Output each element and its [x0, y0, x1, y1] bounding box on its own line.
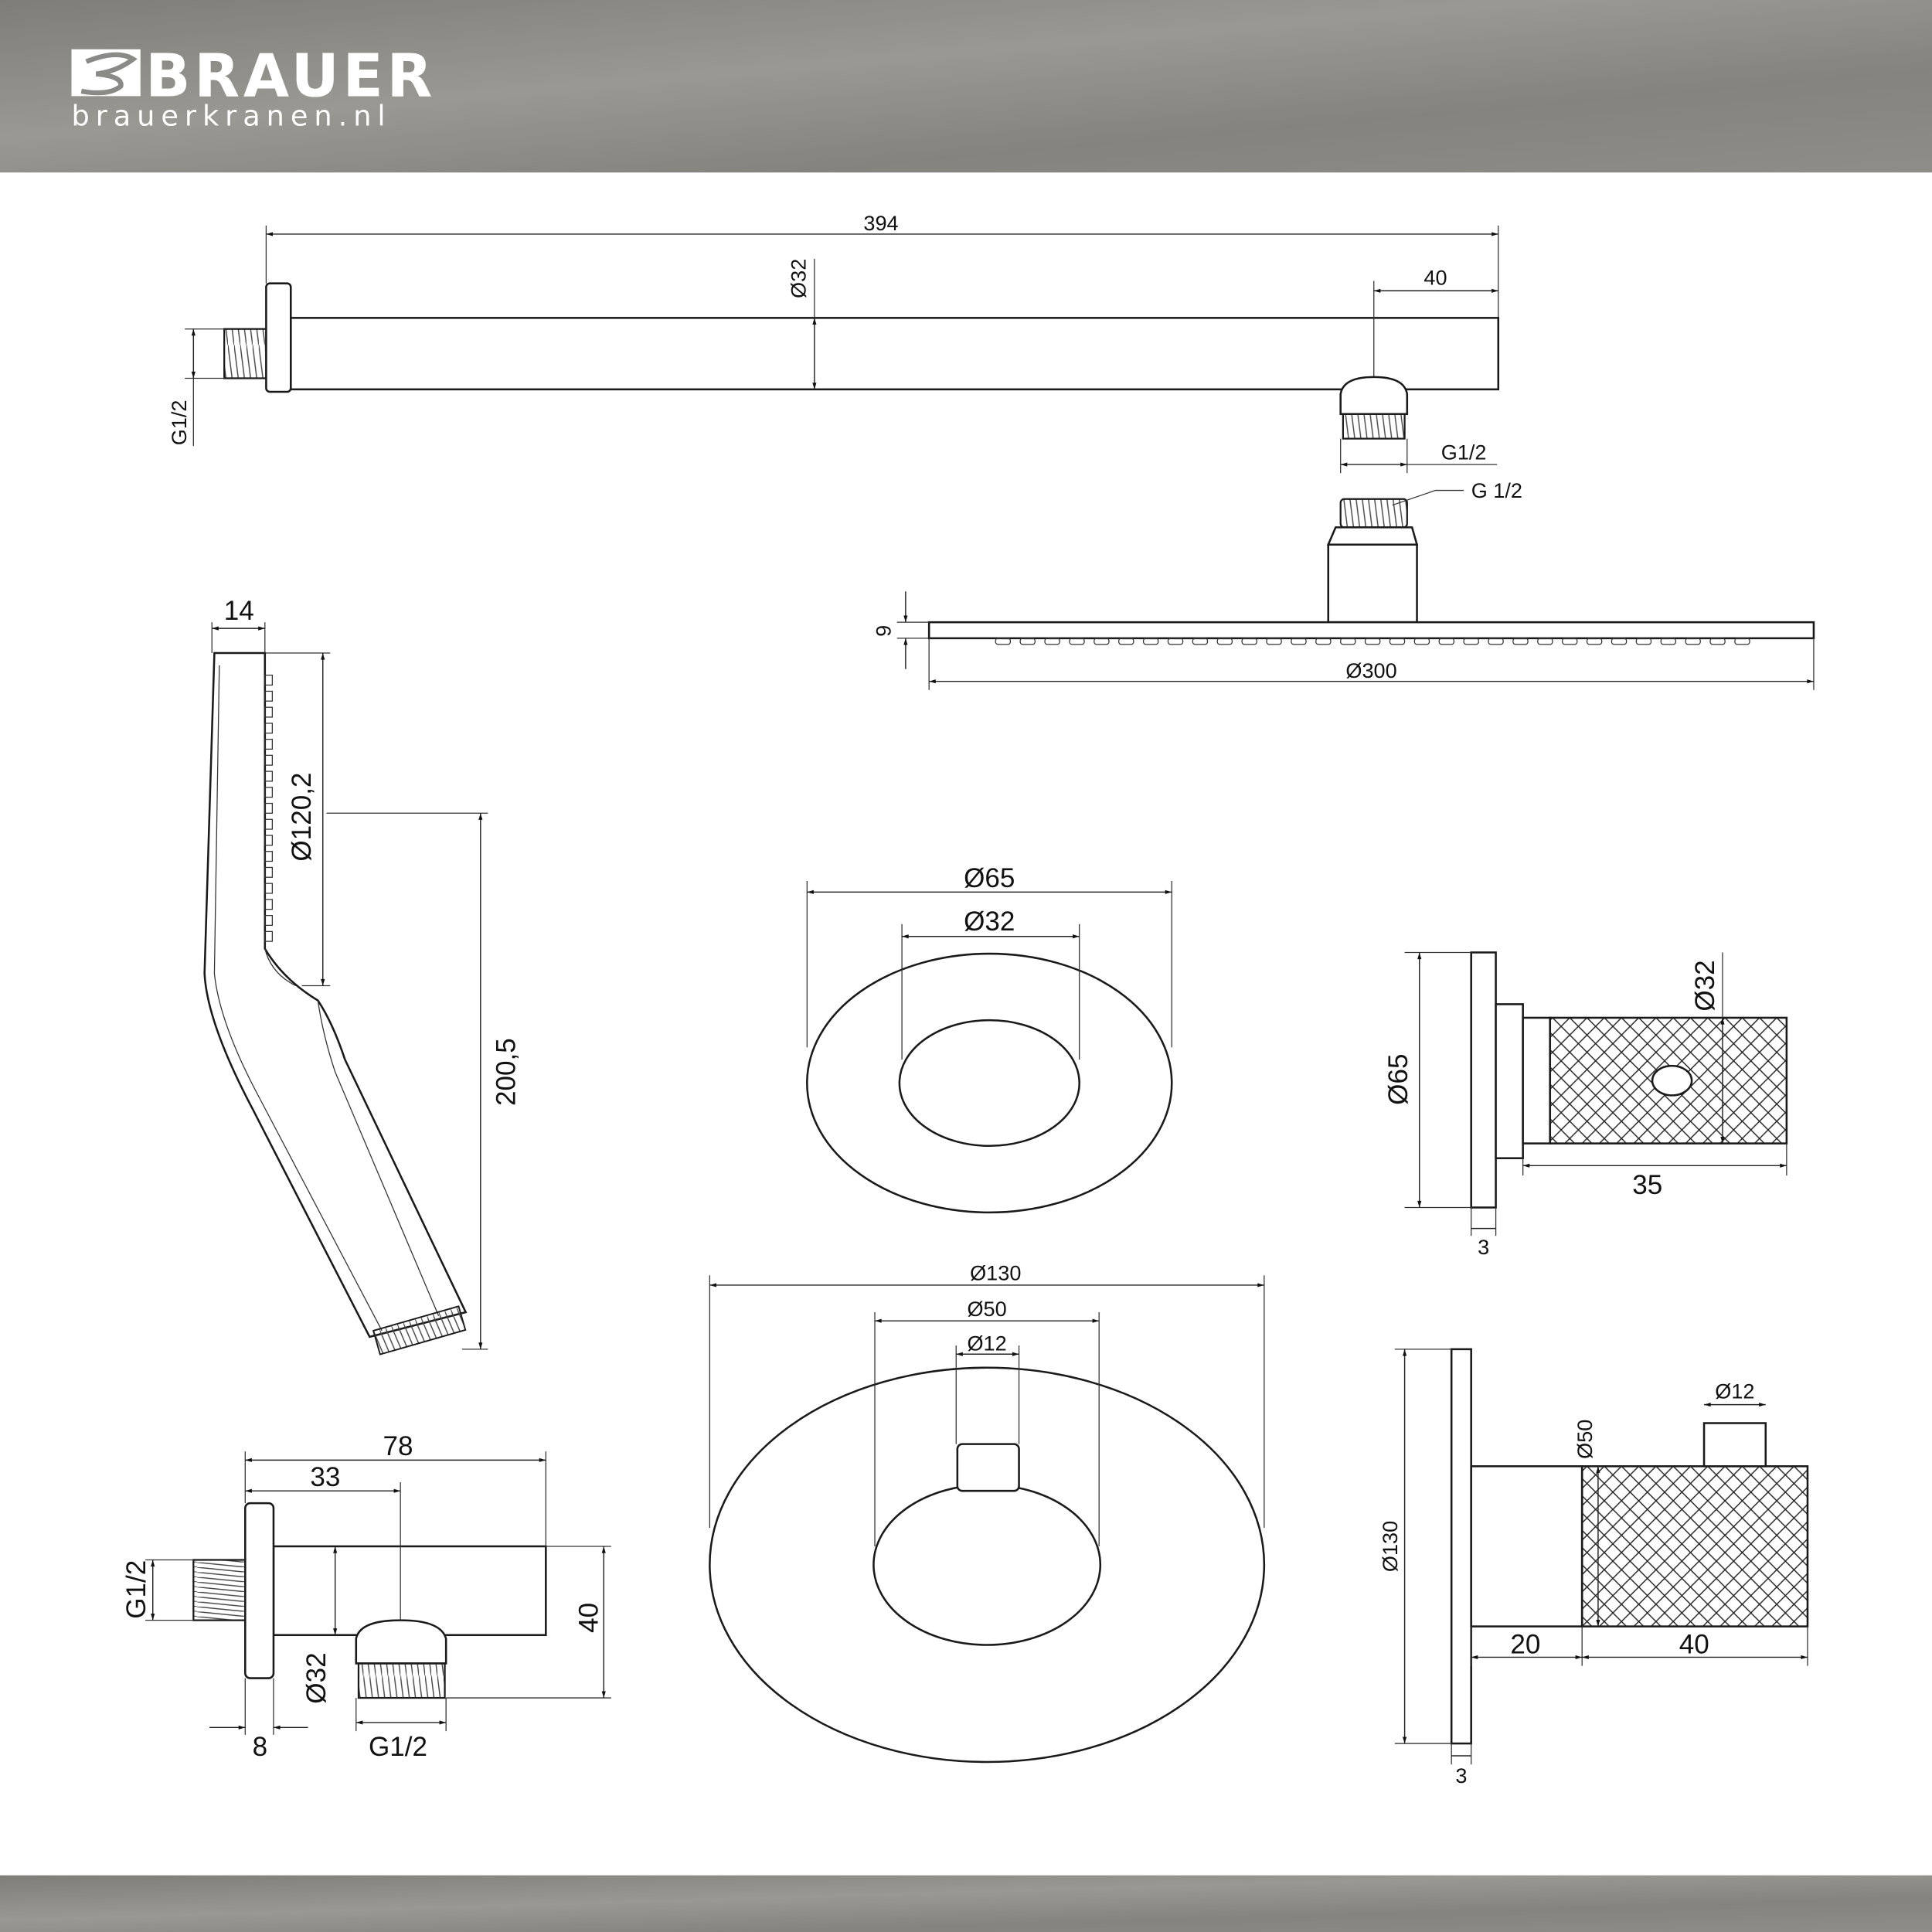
dim-hand-length: 200,5	[491, 1038, 521, 1106]
dim-thermo-knob-diameter: Ø50	[967, 1297, 1006, 1321]
hand-nozzle	[264, 738, 273, 750]
nozzle	[1562, 638, 1578, 645]
nozzle	[1291, 638, 1307, 645]
dim-head-thickness: 9	[872, 625, 896, 637]
dim-side-plate-thickness: 3	[1478, 1235, 1489, 1259]
hand-nozzle	[264, 675, 273, 686]
nozzle	[1413, 638, 1430, 645]
hand-nozzle	[264, 883, 273, 894]
nozzle	[1685, 638, 1701, 645]
stop-valve-side-drawing: Ø65 Ø32 35 3	[1383, 951, 1788, 1259]
hand-shower-drawing: 14 Ø120,2 200,5	[203, 596, 521, 1355]
dim-tside-plate-thickness: 3	[1455, 1764, 1467, 1787]
nozzle	[1044, 638, 1060, 645]
dim-tside-knob-length: 40	[1679, 1630, 1709, 1660]
nozzle	[1586, 638, 1603, 645]
dim-head-thread: G 1/2	[1471, 478, 1522, 502]
nozzle	[1315, 638, 1332, 645]
hand-nozzle	[264, 914, 273, 927]
nozzle	[1167, 638, 1184, 645]
hand-nozzle	[264, 802, 273, 814]
nozzle	[1635, 638, 1652, 645]
dim-tside-body-depth: 20	[1510, 1630, 1540, 1660]
shower-arm-drawing: 394 Ø32 40 G1/2 G1/2	[167, 211, 1500, 474]
nozzle	[1734, 638, 1750, 645]
hand-nozzle	[264, 690, 273, 702]
dim-hand-head-width: 14	[224, 596, 254, 626]
dim-outlet-diameter: Ø32	[301, 1652, 332, 1703]
nozzle	[1463, 638, 1479, 645]
hand-nozzle	[264, 754, 273, 766]
nozzle	[1611, 638, 1628, 645]
dim-outlet-length: 78	[383, 1431, 413, 1461]
thermostat-side-drawing: Ø130 Ø50 Ø12 20 40 3	[1378, 1348, 1809, 1787]
nozzle	[1266, 638, 1282, 645]
nozzle	[1364, 638, 1381, 645]
shower-head-drawing: G 1/2 9 Ø300	[872, 478, 1815, 690]
dim-tside-plate-diameter: Ø130	[1378, 1521, 1402, 1572]
hand-nozzle	[264, 930, 273, 942]
dim-valve-knob-diameter: Ø32	[964, 906, 1015, 937]
nozzle	[1241, 638, 1257, 645]
dim-side-plate-diameter: Ø65	[1383, 1054, 1413, 1105]
dim-side-knob-diameter: Ø32	[1690, 960, 1720, 1011]
hand-nozzle	[264, 818, 273, 830]
brand-url: brauerkranen.nl	[71, 100, 391, 133]
nozzle	[1216, 638, 1233, 645]
nozzle	[1069, 638, 1085, 645]
dim-arm-outlet-offset: 40	[1423, 265, 1447, 289]
dim-valve-plate-diameter: Ø65	[964, 863, 1015, 893]
dim-tside-knob-diameter: Ø50	[1573, 1420, 1597, 1459]
nozzle	[1192, 638, 1209, 645]
nozzle	[1094, 638, 1110, 645]
hand-nozzle	[264, 723, 273, 734]
dim-side-knob-length: 35	[1632, 1170, 1662, 1200]
hand-nozzle	[264, 787, 273, 798]
nozzle	[1660, 638, 1677, 645]
dim-arm-wall-thread: G1/2	[167, 400, 191, 446]
dim-arm-diameter: Ø32	[787, 259, 811, 298]
dim-outlet-thread: G1/2	[369, 1732, 427, 1762]
dim-tside-lever-diameter: Ø12	[1715, 1379, 1754, 1403]
nozzle	[1142, 638, 1159, 645]
nozzle	[1488, 638, 1504, 645]
brand-logo: BRAUER brauerkranen.nl	[71, 42, 436, 133]
stop-valve-front-drawing: Ø65 Ø32	[806, 863, 1173, 1214]
hand-nozzle	[264, 835, 273, 846]
nozzle	[1118, 638, 1134, 645]
dim-head-diameter: Ø300	[1345, 658, 1396, 682]
nozzle	[1438, 638, 1455, 645]
nozzle	[1019, 638, 1036, 645]
dim-thermo-lever-diameter: Ø12	[967, 1331, 1006, 1355]
wall-outlet-drawing: 78 33 G1/2 40 Ø32 8 G1/2	[121, 1431, 611, 1762]
hand-nozzle	[264, 706, 273, 718]
hand-nozzle	[264, 851, 273, 862]
hand-nozzle	[264, 866, 273, 878]
hand-nozzles	[264, 675, 273, 942]
dim-hand-head-diameter: Ø120,2	[287, 773, 317, 862]
nozzle	[1537, 638, 1553, 645]
nozzle	[1389, 638, 1406, 645]
dim-outlet-offset: 33	[310, 1462, 340, 1492]
dim-outlet-height: 40	[573, 1603, 604, 1633]
dim-arm-outlet-thread: G1/2	[1441, 440, 1487, 464]
nozzle-row	[995, 638, 1750, 645]
dim-outlet-wall-thread: G1/2	[121, 1560, 151, 1619]
brand-name: BRAUER	[145, 42, 436, 111]
dim-outlet-flange: 8	[253, 1732, 268, 1762]
hand-nozzle	[264, 899, 273, 910]
hand-nozzle	[264, 770, 273, 782]
nozzle	[1512, 638, 1529, 645]
header-banner	[0, 0, 1932, 173]
nozzle	[995, 638, 1012, 645]
dim-arm-length: 394	[863, 211, 898, 235]
thermostat-front-drawing: Ø130 Ø50 Ø12	[709, 1261, 1266, 1764]
nozzle	[1340, 638, 1356, 645]
nozzle	[1709, 638, 1726, 645]
footer-banner	[0, 1875, 1932, 1932]
dim-thermo-plate-diameter: Ø130	[970, 1261, 1021, 1285]
